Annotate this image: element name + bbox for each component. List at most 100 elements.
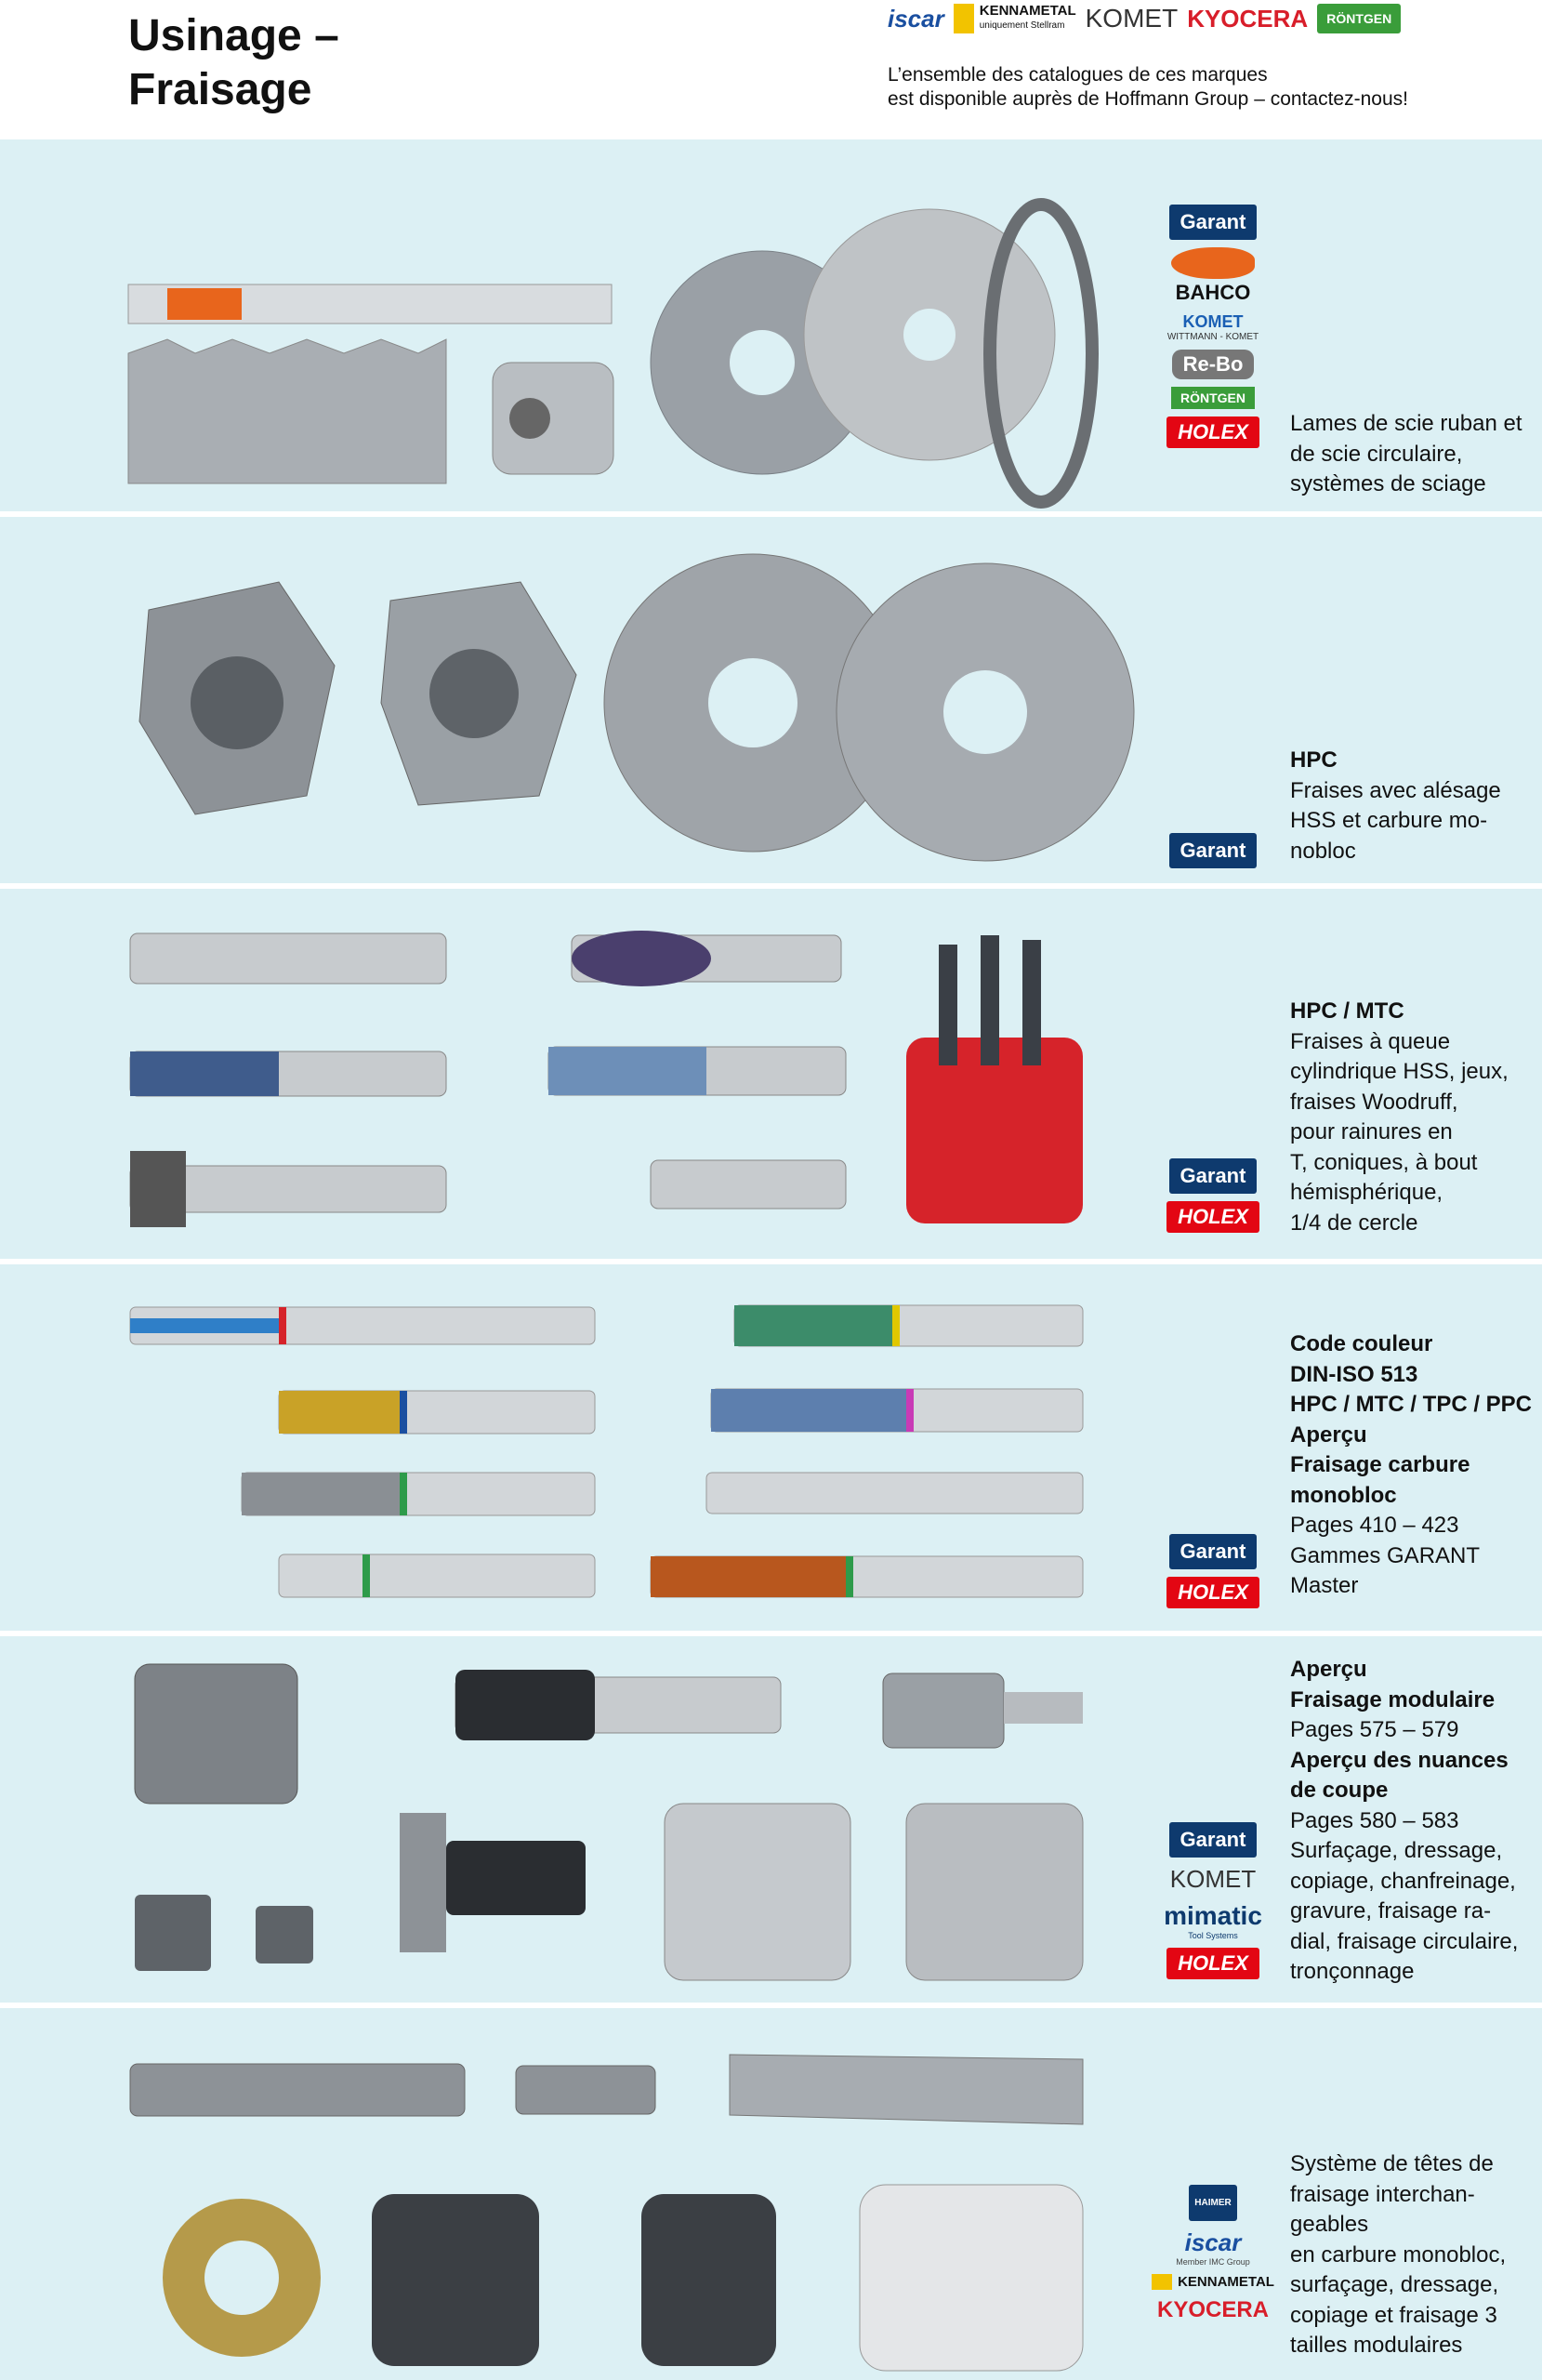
modular-pages-1: Pages 575 – 579 [1290, 1717, 1459, 1742]
hpc-mtc-heading: HPC / MTC [1290, 998, 1404, 1024]
iscar-logo: iscar [888, 5, 944, 33]
color-code-line-7: Gammes GARANT [1290, 1542, 1481, 1568]
saw-description: Lames de scie ruban et de scie circulair… [1290, 409, 1541, 500]
mimatic-sub: Tool Systems [1188, 1931, 1238, 1940]
end-mills-image [129, 931, 1083, 1227]
color-code-pages: Pages 410 – 423 [1290, 1513, 1459, 1538]
section-divider [0, 883, 1542, 889]
interchangeable-heads-image [129, 2054, 1084, 2372]
rebo-logo: Re-Bo [1171, 350, 1255, 379]
color-code-description: Code couleur DIN-ISO 513 HPC / MTC / TPC… [1290, 1329, 1541, 1602]
modular-line-8: dial, fraisage circulaire, [1290, 1928, 1519, 1954]
modular-pages-2: Pages 580 – 583 [1290, 1807, 1459, 1833]
rontgen-logo: RÖNTGEN [1171, 387, 1255, 409]
garant-logo: Garant [1168, 833, 1258, 868]
garant-logo: Garant [1168, 1158, 1258, 1194]
modular-line-2: Fraisage modulaire [1290, 1686, 1496, 1712]
komet-sub: WITTMANN - KOMET [1166, 332, 1259, 342]
color-code-line-2: DIN-ISO 513 [1290, 1361, 1418, 1387]
hpc-mtc-description: HPC / MTC Fraises à queue cylindrique HS… [1290, 997, 1541, 1238]
section-divider [0, 1631, 1542, 1636]
section-divider [0, 2003, 1542, 2008]
interchangeable-line-7: tailles modulaires [1290, 2333, 1463, 2358]
hpc-mtc-line-2: cylindrique HSS, jeux, [1290, 1059, 1509, 1084]
bahco-text: BAHCO [1175, 281, 1251, 304]
color-code-logos: Garant HOLEX [1153, 1534, 1273, 1608]
interchangeable-line-6: copiage et fraisage 3 [1290, 2302, 1497, 2328]
holex-logo: HOLEX [1166, 1948, 1259, 1979]
interchangeable-line-1: Système de têtes de [1290, 2151, 1494, 2176]
interchangeable-line-2: fraisage interchan- [1290, 2181, 1475, 2207]
komet-logo: KOMET [1169, 1865, 1257, 1893]
mimatic-text: mimatic [1164, 1901, 1262, 1930]
saw-products-image [127, 198, 1099, 509]
hpc-mtc-logos: Garant HOLEX [1153, 1158, 1273, 1233]
modular-line-4: de coupe [1290, 1778, 1389, 1803]
hpc-mtc-line-6: hémisphérique, [1290, 1180, 1443, 1205]
hpc-mtc-line-4: pour rainures en [1290, 1119, 1453, 1144]
rontgen-logo: RÖNTGEN [1317, 4, 1402, 33]
saw-line-1: Lames de scie ruban et [1290, 411, 1522, 436]
page-title: Usinage – Fraisage [128, 9, 339, 117]
hpc-mtc-line-3: fraises Woodruff, [1290, 1089, 1458, 1115]
bahco-logo: BAHCO [1171, 247, 1255, 305]
garant-logo: Garant [1168, 205, 1258, 240]
color-code-line-6: monobloc [1290, 1482, 1397, 1508]
bore-heading: HPC [1290, 747, 1338, 773]
komet-logo: KOMET [1085, 4, 1179, 33]
modular-line-1: Aperçu [1290, 1657, 1367, 1682]
iscar-sub: Member IMC Group [1176, 2257, 1250, 2267]
kyocera-logo: KYOCERA [1187, 5, 1309, 33]
title-line-1: Usinage – [128, 11, 339, 60]
garant-logo: Garant [1168, 1534, 1258, 1569]
modular-line-9: tronçonnage [1290, 1959, 1415, 1984]
kennametal-logo: KENNAMETAL [1152, 2274, 1274, 2290]
color-code-line-5: Fraisage carbure [1290, 1452, 1470, 1477]
modular-line-5: Surfaçage, dressage, [1290, 1838, 1503, 1863]
hpc-mtc-line-7: 1/4 de cercle [1290, 1210, 1418, 1236]
modular-line-3: Aperçu des nuances [1290, 1747, 1509, 1773]
holex-logo: HOLEX [1166, 1577, 1259, 1608]
kyocera-logo: KYOCERA [1156, 2297, 1269, 2322]
section-divider [0, 511, 1542, 517]
header-note-line-1: L’ensemble des catalogues de ces marques [888, 64, 1268, 86]
interchangeable-description: Système de têtes de fraisage interchan- … [1290, 2149, 1541, 2361]
garant-logo: Garant [1168, 1822, 1258, 1858]
interchangeable-line-3: geables [1290, 2212, 1369, 2237]
color-code-line-3: HPC / MTC / TPC / PPC [1290, 1392, 1533, 1417]
kennametal-text: KENNAMETAL [979, 3, 1076, 19]
kennametal-sub: uniquement Stellram [979, 20, 1065, 31]
section-hpc-bore: Garant HPC Fraises avec alésage HSS et c… [0, 517, 1542, 883]
modular-description: Aperçu Fraisage modulaire Pages 575 – 57… [1290, 1655, 1541, 1988]
bore-cutters-image [138, 553, 1135, 862]
komet-text: KOMET [1182, 312, 1244, 331]
bore-description: HPC Fraises avec alésage HSS et carbure … [1290, 746, 1541, 866]
iscar-text: iscar [1184, 2228, 1242, 2256]
bore-line-2: HSS et carbure mo- [1290, 808, 1488, 833]
header-note-line-2: est disponible auprès de Hoffmann Group … [888, 88, 1408, 110]
holex-logo: HOLEX [1166, 1201, 1259, 1233]
carbide-mills-image [129, 1304, 1084, 1598]
color-code-line-8: Master [1290, 1573, 1359, 1598]
holex-logo: HOLEX [1166, 416, 1259, 448]
section-color-code: Garant HOLEX Code couleur DIN-ISO 513 HP… [0, 1264, 1542, 1631]
header-note: L’ensemble des catalogues de ces marques… [888, 63, 1408, 112]
bore-line-3: nobloc [1290, 838, 1356, 864]
hpc-mtc-line-1: Fraises à queue [1290, 1028, 1451, 1054]
section-hpc-mtc: Garant HOLEX HPC / MTC Fraises à queue c… [0, 889, 1542, 1259]
bore-line-1: Fraises avec alésage [1290, 777, 1501, 803]
modular-milling-image [134, 1663, 1084, 1981]
title-line-2: Fraisage [128, 65, 312, 114]
interchangeable-line-4: en carbure monobloc, [1290, 2241, 1507, 2268]
bore-logos: Garant [1153, 833, 1273, 868]
